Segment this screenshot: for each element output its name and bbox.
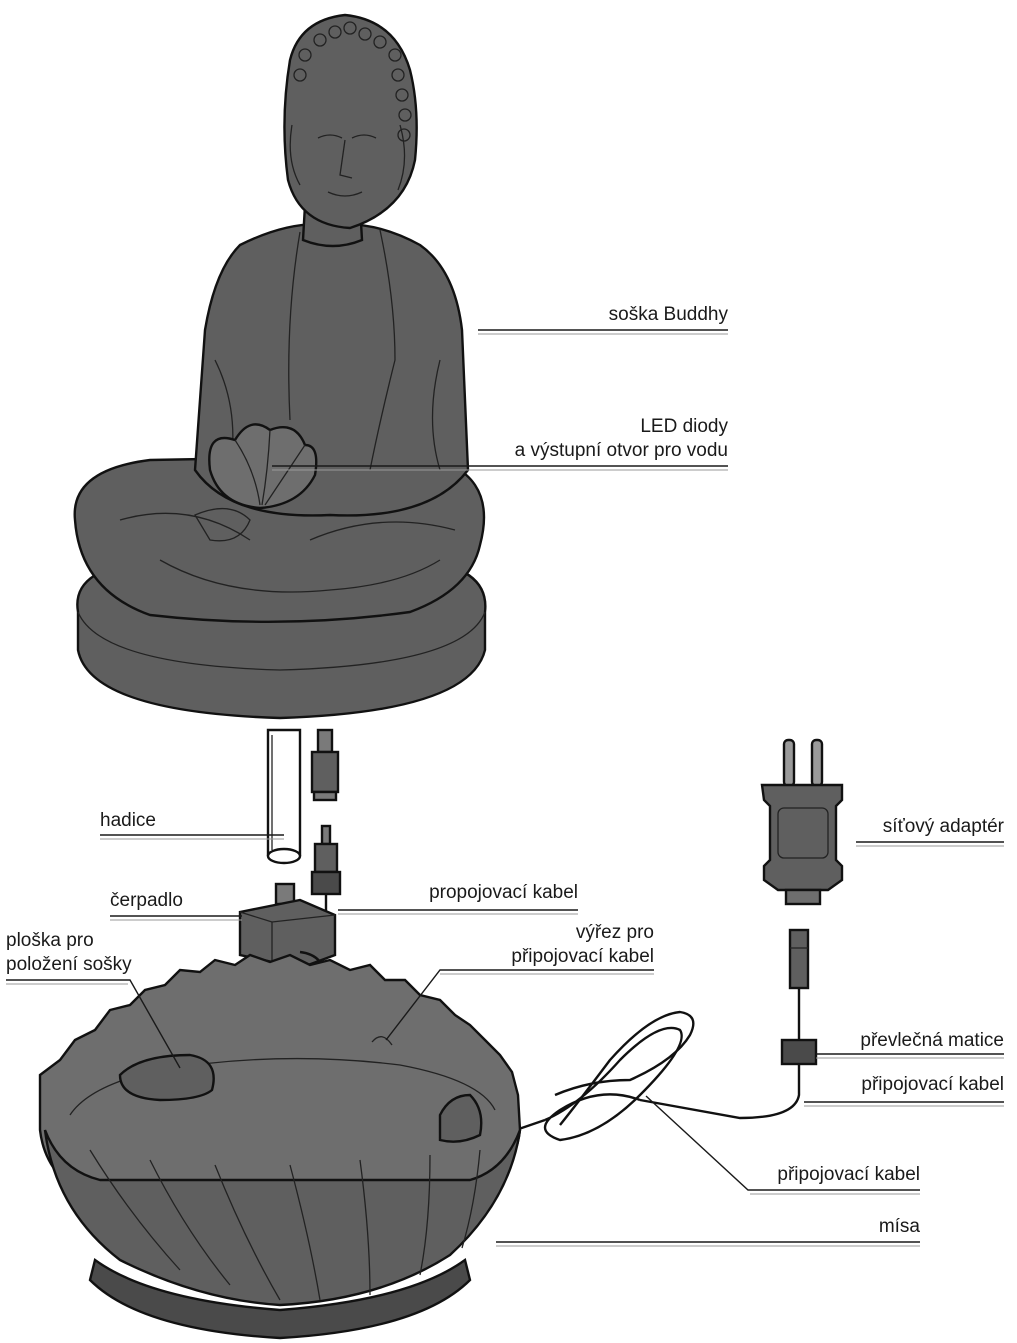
svg-text:ploška pro: ploška pro xyxy=(6,930,94,951)
coiled-cable xyxy=(510,1012,693,1140)
led-connector xyxy=(312,730,338,800)
label-connecting-cable: propojovací kabel xyxy=(338,882,578,914)
svg-text:položení sošky: položení sošky xyxy=(6,954,132,975)
svg-text:převlečná matice: převlečná matice xyxy=(860,1030,1004,1051)
label-cable-right: připojovací kabel xyxy=(804,1074,1004,1106)
svg-text:propojovací kabel: propojovací kabel xyxy=(429,882,578,903)
svg-text:připojovací kabel: připojovací kabel xyxy=(511,946,654,967)
svg-text:a výstupní otvor pro vodu: a výstupní otvor pro vodu xyxy=(515,440,728,461)
svg-text:výřez pro: výřez pro xyxy=(576,922,654,943)
svg-text:síťový adaptér: síťový adaptér xyxy=(883,816,1005,837)
label-power-adapter: síťový adaptér xyxy=(856,816,1005,846)
label-union-nut: převlečná matice xyxy=(816,1030,1004,1058)
label-bowl: mísa xyxy=(496,1216,920,1246)
label-buddha-statue: soška Buddhy xyxy=(478,304,728,334)
svg-text:čerpadlo: čerpadlo xyxy=(110,890,183,911)
svg-text:mísa: mísa xyxy=(879,1216,921,1237)
label-hose: hadice xyxy=(100,810,284,839)
svg-text:soška Buddhy: soška Buddhy xyxy=(609,304,729,325)
bowl xyxy=(40,955,520,1338)
buddha-statue xyxy=(75,15,486,718)
hose xyxy=(268,730,300,863)
svg-text:připojovací kabel: připojovací kabel xyxy=(861,1074,1004,1095)
label-pump: čerpadlo xyxy=(110,890,242,920)
svg-text:hadice: hadice xyxy=(100,810,156,831)
svg-text:LED diody: LED diody xyxy=(640,416,728,437)
svg-text:připojovací kabel: připojovací kabel xyxy=(777,1164,920,1185)
